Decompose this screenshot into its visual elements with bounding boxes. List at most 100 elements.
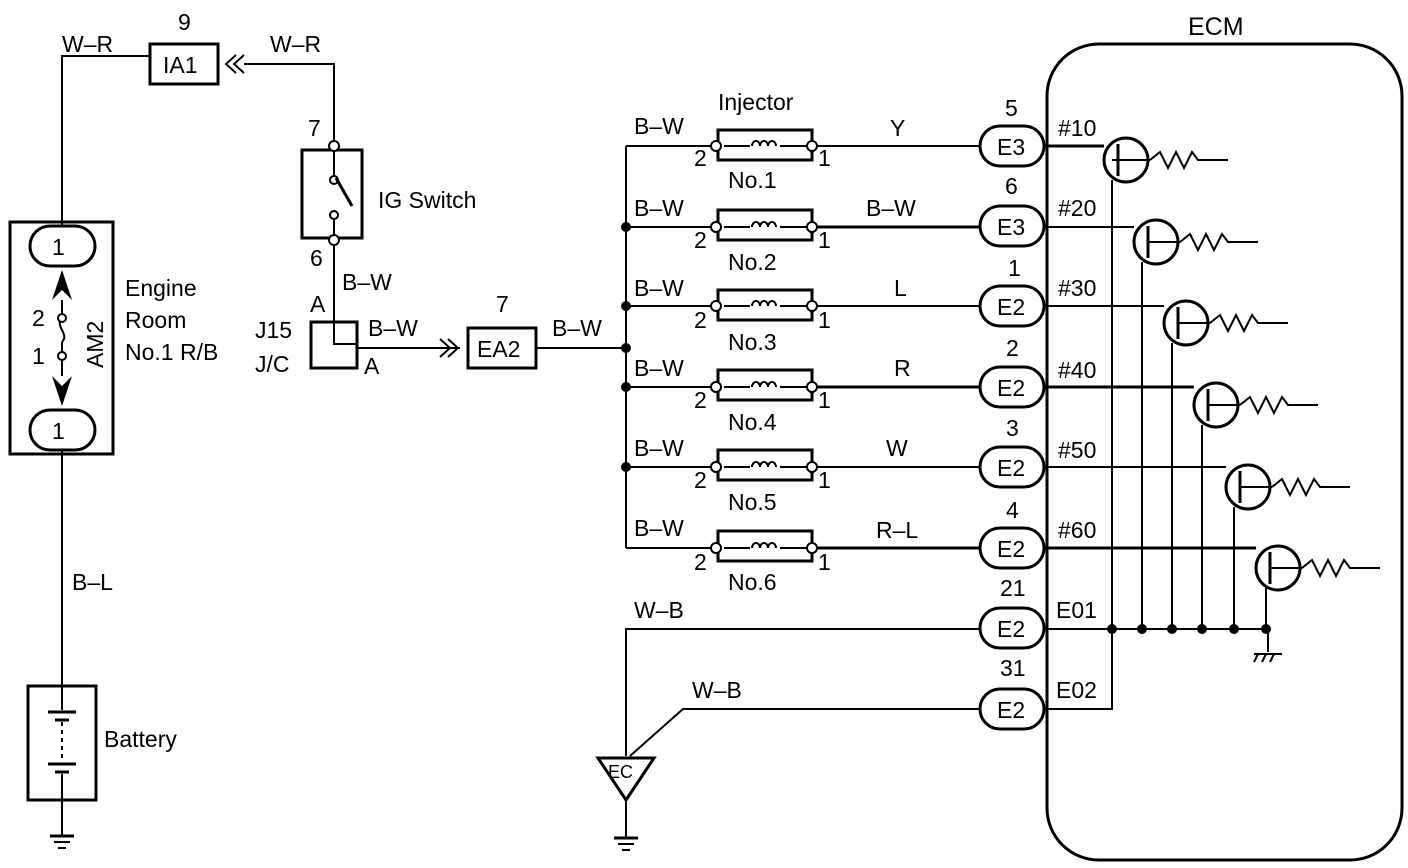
injector-5-name: No.5 (728, 489, 777, 515)
ecm-terminal-40: #40 (1058, 357, 1096, 383)
injector-4-name: No.4 (728, 409, 777, 435)
injector-row-6: B–W 2 1 No.6 R–L E2 4 #60 (626, 497, 1096, 595)
injector-5-out-wire: W (886, 435, 908, 461)
connector-ia1-name: IA1 (163, 52, 198, 78)
connector-ea2-pin: 7 (496, 291, 509, 317)
wire-w-r-right-label: W–R (270, 31, 321, 57)
injector-3-pin-out: 1 (818, 307, 831, 333)
ig-switch-label: IG Switch (378, 187, 476, 213)
wire-b-l-label: B–L (72, 569, 113, 595)
injector-6-name: No.6 (728, 569, 777, 595)
injector-1-pin-out: 1 (818, 145, 831, 171)
jc-name-line1: J15 (255, 317, 292, 343)
ground-point-label: EC (608, 762, 633, 782)
injector-row-2: B–W 2 1 No.2 B–W E3 6 #20 (626, 173, 1096, 275)
injector-1-conn-pin: 5 (1005, 95, 1018, 121)
fuse-arrow-down-icon (52, 376, 72, 406)
ig-switch-pin-bottom: 6 (310, 245, 323, 271)
ground-e01-connector: E2 (997, 616, 1025, 642)
fuse-name: AM2 (82, 321, 108, 368)
connector-ia1-pin: 9 (178, 9, 191, 35)
injector-5-coil-icon (751, 461, 777, 468)
injector-row-4: B–W 2 1 No.4 R E2 2 #40 (626, 335, 1096, 435)
injector-2-pin-in: 2 (694, 227, 707, 253)
connector-ea2-name: EA2 (477, 336, 520, 362)
ground-e02-wire: W–B (692, 677, 742, 703)
injector-1-pin-in: 2 (694, 145, 707, 171)
fuse-block-name-line2: Room (125, 307, 186, 333)
jc-name-line2: J/C (255, 351, 290, 377)
ground-row-e02: W–B E2 31 E02 (629, 655, 1097, 757)
injector-5-in-wire: B–W (634, 435, 684, 461)
injector-4-in-wire: B–W (634, 355, 684, 381)
injector-1-coil-icon (751, 140, 777, 147)
ecm-terminal-e01: E01 (1056, 597, 1097, 623)
injector-4-pin-out: 1 (818, 387, 831, 413)
injector-6-pin-in: 2 (694, 549, 707, 575)
injector-6-pin-out: 1 (818, 549, 831, 575)
injector-1-in-wire: B–W (634, 113, 684, 139)
battery-ground-icon (50, 834, 74, 849)
injector-3-pin-in: 2 (694, 307, 707, 333)
ig-switch: 7 6 IG Switch (300, 115, 476, 271)
injector-row-3: B–W 2 1 No.3 L E2 1 #30 (626, 255, 1096, 355)
driver-transistor-6-icon (1254, 544, 1380, 629)
injector-6-out-wire: R–L (876, 517, 918, 543)
ecm-title: ECM (1188, 13, 1244, 41)
connector-ia1: IA1 9 (148, 9, 245, 86)
injector-1-out-wire: Y (890, 115, 905, 141)
ig-switch-contact-icon (334, 177, 354, 207)
injector-2-in-wire: B–W (634, 195, 684, 221)
ecm-terminal-20: #20 (1058, 195, 1096, 221)
wire-w-r-right (244, 63, 335, 140)
injector-4-connector: E2 (997, 375, 1025, 401)
injector-3-in-wire: B–W (634, 275, 684, 301)
injector-5-pin-in: 2 (694, 467, 707, 493)
injector-title: Injector (718, 89, 794, 115)
engine-room-relay-block: 1 1 2 1 AM2 Engine Room No.1 R/B (8, 220, 218, 456)
battery-label: Battery (104, 726, 177, 752)
ig-switch-pin-top: 7 (308, 115, 321, 141)
injector-6-connector: E2 (997, 536, 1025, 562)
ground-e01-wire: W–B (634, 597, 684, 623)
wire-b-w-3-label: B–W (552, 315, 602, 341)
ecm-internal-circuit (1044, 136, 1380, 710)
injector-row-1: B–W 2 1 No.1 Y E3 5 #10 (626, 95, 1096, 193)
connector-ea2-arrow-icon (439, 338, 452, 358)
injector-3-name: No.3 (728, 329, 777, 355)
fuse-pin-lower: 1 (32, 343, 45, 369)
injector-2-coil-icon (751, 221, 777, 228)
ecm-chassis-ground-icon (1253, 629, 1282, 663)
injector-6-in-wire: B–W (634, 515, 684, 541)
injector-1-name: No.1 (728, 167, 777, 193)
injector-5-conn-pin: 3 (1006, 415, 1019, 441)
ecm-terminal-e02: E02 (1056, 677, 1097, 703)
junction-connector-j15: A A J15 J/C (255, 291, 380, 379)
ecm-terminal-10: #10 (1058, 115, 1096, 141)
injector-2-out-wire: B–W (866, 195, 916, 221)
fuse-pin-upper: 2 (32, 305, 45, 331)
fuse-block-terminal-bottom: 1 (52, 418, 65, 444)
battery: Battery (26, 684, 177, 836)
fuse-block-name-line3: No.1 R/B (125, 339, 218, 365)
injector-3-connector: E2 (997, 294, 1025, 320)
injector-3-coil-icon (751, 300, 777, 307)
injector-2-connector: E3 (997, 214, 1025, 240)
fuse-block-name-line1: Engine (125, 275, 197, 301)
ecm-unit: ECM (1045, 13, 1404, 862)
jc-pin-a-bottom: A (364, 353, 380, 379)
ground-e02-conn-pin: 31 (1000, 655, 1026, 681)
injector-4-coil-icon (751, 381, 777, 388)
driver-transistor-4-icon (1192, 381, 1318, 629)
injector-4-conn-pin: 2 (1006, 335, 1019, 361)
injector-5-connector: E2 (997, 455, 1025, 481)
ecm-terminal-30: #30 (1058, 275, 1096, 301)
injector-3-out-wire: L (894, 275, 907, 301)
ground-e01-conn-pin: 21 (1000, 575, 1026, 601)
connector-ea2: EA2 7 (466, 291, 538, 370)
wire-b-w-1-label: B–W (342, 269, 392, 295)
fuse-block-terminal-top: 1 (52, 234, 65, 260)
wire-w-r-left-label: W–R (62, 31, 113, 57)
injector-1-connector: E3 (997, 134, 1025, 160)
driver-transistor-2-icon (1132, 218, 1258, 629)
